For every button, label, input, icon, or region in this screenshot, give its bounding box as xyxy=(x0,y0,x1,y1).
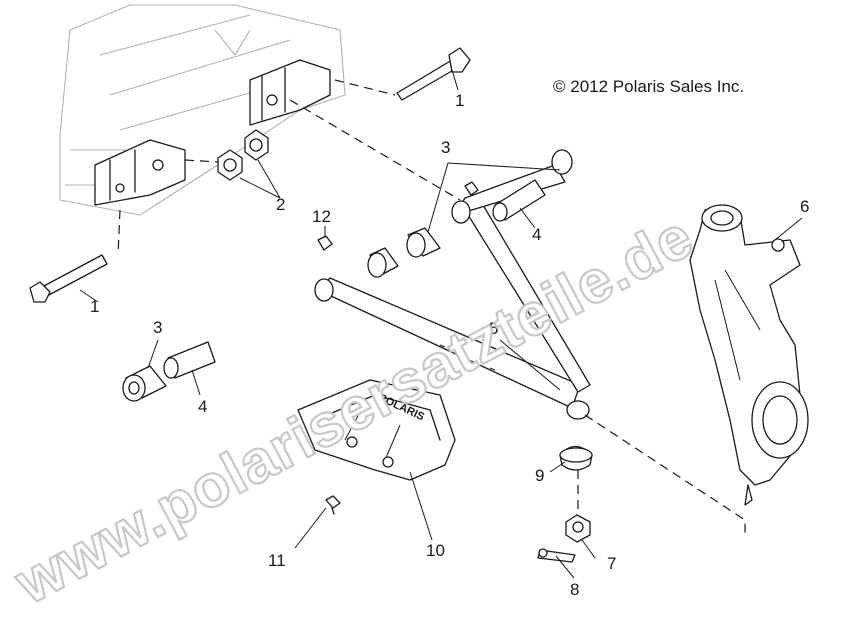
grease-fittings xyxy=(317,181,479,251)
frame-brackets xyxy=(94,59,331,206)
callout-3-left: 3 xyxy=(153,318,162,337)
castle-nut xyxy=(565,514,591,543)
sleeves xyxy=(163,179,546,379)
callout-12: 12 xyxy=(312,207,331,226)
callout-8: 8 xyxy=(570,580,579,599)
bushings xyxy=(122,227,441,402)
callout-5: 5 xyxy=(489,319,498,338)
ball-joint-cap xyxy=(559,445,593,471)
skid-guard: POLARIS xyxy=(297,379,456,481)
screw-small xyxy=(325,495,341,515)
callout-4-left: 4 xyxy=(198,397,207,416)
callout-10: 10 xyxy=(426,541,445,560)
a-arm xyxy=(314,149,591,420)
bolt-lower xyxy=(29,254,108,303)
callout-1-top: 1 xyxy=(455,91,464,110)
copyright-text: © 2012 Polaris Sales Inc. xyxy=(553,77,744,96)
callout-7: 7 xyxy=(607,554,616,573)
nuts xyxy=(217,129,269,181)
leader-lines xyxy=(79,69,803,579)
steering-knuckle xyxy=(689,204,809,506)
callout-6: 6 xyxy=(800,197,809,216)
cotter-pin xyxy=(537,548,576,563)
callout-4-top: 4 xyxy=(532,225,541,244)
callout-1-left: 1 xyxy=(90,297,99,316)
callout-9: 9 xyxy=(535,466,544,485)
watermark-text: www.polarisersatzteile.de xyxy=(4,202,704,617)
bolt-upper xyxy=(396,47,471,101)
callout-3-top: 3 xyxy=(441,138,450,157)
callout-11: 11 xyxy=(268,551,286,570)
callout-labels: 1 1 2 3 3 4 4 5 6 7 8 9 10 11 12 xyxy=(90,91,809,599)
callout-2: 2 xyxy=(276,195,285,214)
assembly-lines xyxy=(117,79,746,535)
